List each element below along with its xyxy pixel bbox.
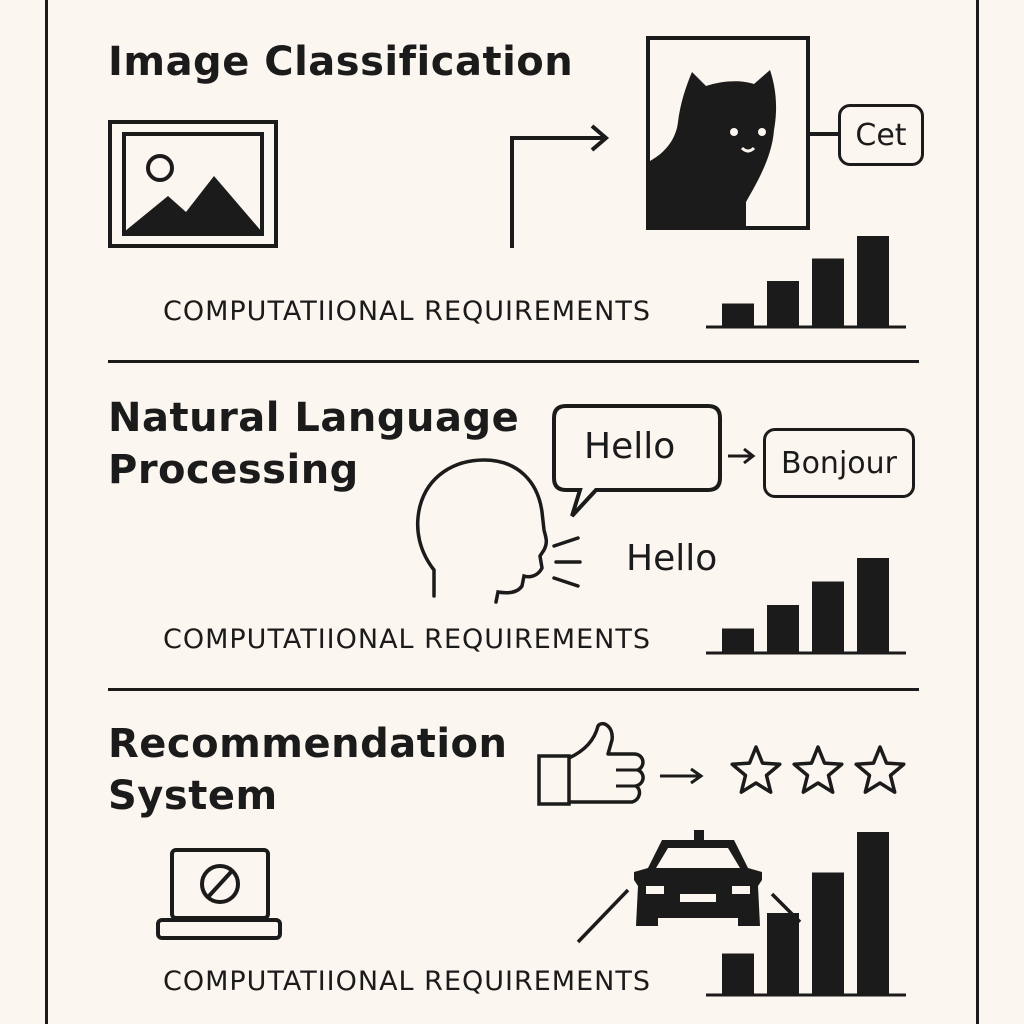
requirement-bar [857, 832, 889, 994]
bar-chart-icon [706, 230, 906, 330]
requirements-bars-svg [706, 832, 906, 997]
star-icon [792, 745, 844, 794]
speech-bubble-text: Hello [584, 426, 676, 467]
requirement-bar [767, 913, 799, 994]
star-icon [730, 745, 782, 794]
star-rating [728, 742, 912, 800]
laptop-icon [156, 846, 284, 942]
arrow-icon [508, 120, 618, 250]
arrow-icon [726, 446, 758, 466]
requirement-bar [812, 581, 844, 652]
section-divider [108, 688, 919, 691]
cat-photo-icon [646, 36, 846, 230]
thumbs-up-icon [536, 721, 648, 808]
spoken-text: Hello [626, 538, 718, 579]
bar-chart-icon [706, 826, 906, 998]
section-divider [108, 360, 919, 363]
frame-left-border [45, 0, 48, 1024]
requirements-label: COMPUTATIIONAL REQUIREMENTS [163, 624, 651, 655]
requirements-label: COMPUTATIIONAL REQUIREMENTS [163, 966, 651, 997]
requirement-bar [767, 281, 799, 326]
section-title: Recommendation System [108, 721, 508, 819]
arrow-icon [658, 766, 706, 786]
section-title: Natural Language Processing [108, 395, 520, 493]
requirement-bar [857, 236, 889, 326]
star-icon [854, 745, 906, 794]
person-head-icon [414, 458, 584, 604]
section-title: Image Classification [108, 39, 574, 85]
requirement-bar [722, 953, 754, 994]
car-icon [574, 828, 806, 946]
image-icon [108, 120, 278, 250]
requirement-bar [812, 872, 844, 994]
speech-bubble-icon [552, 404, 727, 522]
requirements-label: COMPUTATIIONAL REQUIREMENTS [163, 296, 651, 327]
requirement-bar [722, 303, 754, 326]
bar-chart-icon [706, 552, 906, 656]
star-rating-svg [730, 745, 906, 794]
frame-right-border [976, 0, 979, 1024]
translation-label: Bonjour [763, 428, 915, 498]
requirements-bars-svg [706, 236, 906, 329]
requirement-bar [812, 258, 844, 326]
requirement-bar [857, 558, 889, 652]
requirement-bar [722, 628, 754, 652]
requirements-bars-svg [706, 558, 906, 655]
classification-label: Cet [838, 104, 924, 166]
requirement-bar [767, 605, 799, 652]
